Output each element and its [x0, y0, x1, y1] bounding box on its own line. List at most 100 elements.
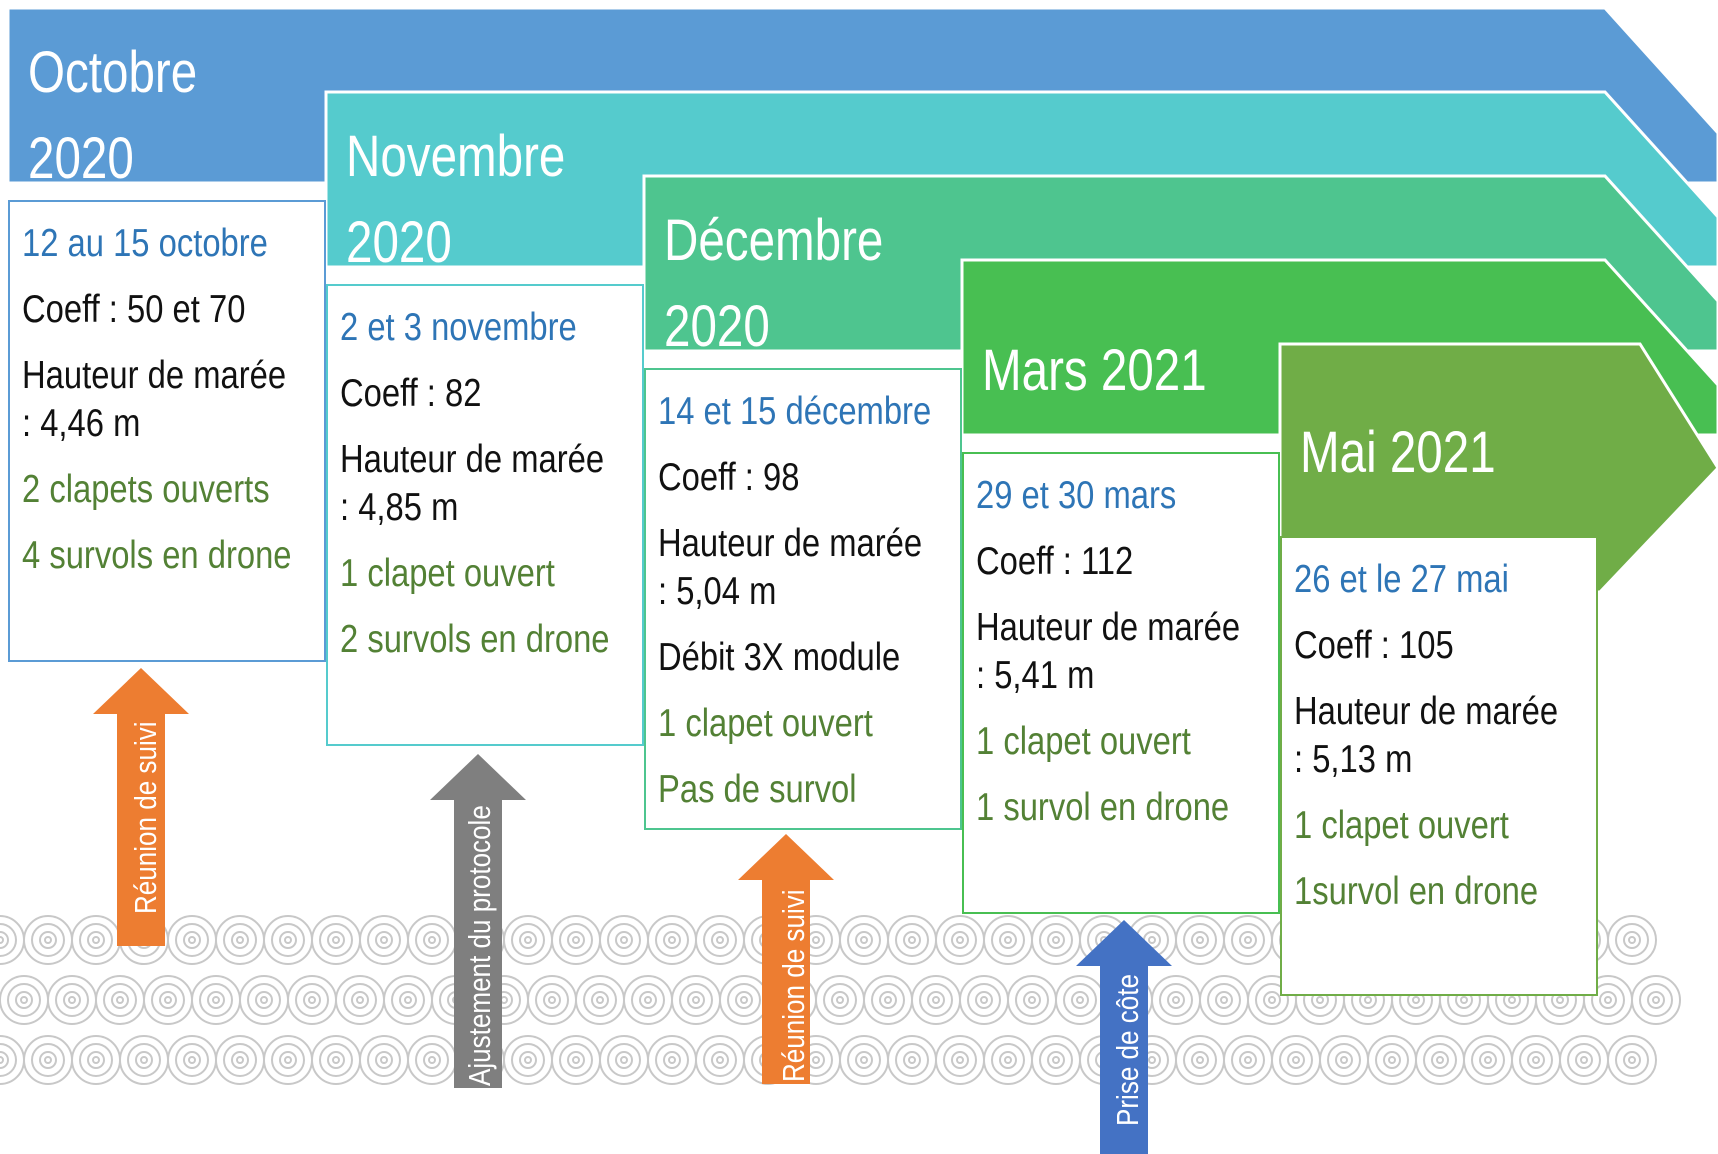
campaign-date: 2 et 3 novembre — [340, 306, 577, 349]
pattern-circle — [140, 1056, 148, 1064]
pattern-circle — [1196, 1056, 1204, 1064]
info-box-octobre: 12 au 15 octobre Coeff : 50 et 70 Hauteu… — [8, 200, 326, 662]
pattern-circle — [943, 1043, 977, 1077]
pattern-circle — [1327, 1043, 1361, 1077]
pattern-circle — [319, 923, 353, 957]
drone-flights: 1 survol en drone — [976, 786, 1230, 829]
pattern-circle — [1148, 1056, 1156, 1064]
event-label-ajustement: Ajustement du protocole — [462, 805, 497, 1086]
phase-title-line1: Mars 2021 — [982, 338, 1207, 403]
pattern-circle — [103, 983, 137, 1017]
pattern-circle — [79, 923, 113, 957]
up-arrow-prise-de-cote — [1076, 920, 1172, 1154]
pattern-circle — [0, 936, 4, 944]
pattern-circle — [871, 983, 905, 1017]
drone-flights: 4 survols en drone — [22, 534, 292, 577]
pattern-circle — [879, 991, 897, 1009]
pattern-circle — [1196, 936, 1204, 944]
pattern-circle — [591, 991, 609, 1009]
pattern-circle — [1004, 936, 1012, 944]
up-arrow-reunion-1 — [93, 668, 189, 946]
pattern-circle — [44, 1056, 52, 1064]
tide-coefficient: Coeff : 50 et 70 — [22, 288, 246, 331]
phase-title-line2: 2020 — [28, 126, 134, 191]
pattern-circle — [260, 996, 268, 1004]
pattern-circle — [428, 936, 436, 944]
pattern-circle — [823, 983, 857, 1017]
pattern-circle — [1191, 931, 1209, 949]
info-box-mars: 29 et 30 mars Coeff : 112 Hauteur de mar… — [962, 452, 1280, 914]
pattern-circle — [271, 923, 305, 957]
pattern-circle — [1063, 983, 1097, 1017]
event-label-reunion-1: Réunion de suivi — [128, 721, 163, 914]
info-box-decembre: 14 et 15 décembre Coeff : 98 Hauteur de … — [644, 368, 962, 830]
pattern-circle — [1639, 983, 1673, 1017]
phase-title-line2: 2020 — [346, 210, 452, 275]
campaign-date: 29 et 30 mars — [976, 474, 1177, 517]
pattern-circle — [847, 1043, 881, 1077]
pattern-circle — [524, 1056, 532, 1064]
pattern-circle — [0, 1056, 4, 1064]
pattern-circle — [596, 996, 604, 1004]
pattern-circle — [567, 1051, 585, 1069]
river-flow: Débit 3X module — [658, 636, 901, 679]
pattern-circle — [1652, 996, 1660, 1004]
pattern-circle — [1647, 991, 1665, 1009]
pattern-circle — [1231, 1043, 1265, 1077]
pattern-circle — [951, 1051, 969, 1069]
pattern-circle — [247, 983, 281, 1017]
event-label-prise-de-cote: Prise de côte — [1110, 974, 1145, 1126]
pattern-circle — [679, 983, 713, 1017]
pattern-circle — [655, 923, 689, 957]
pattern-circle — [1479, 1051, 1497, 1069]
pattern-circle — [631, 983, 665, 1017]
pattern-circle — [1556, 996, 1564, 1004]
pattern-circle — [423, 1051, 441, 1069]
pattern-circle — [1231, 923, 1265, 957]
campaign-date: 12 au 15 octobre — [22, 222, 268, 265]
pattern-circle — [31, 1043, 65, 1077]
pattern-circle — [903, 1051, 921, 1069]
pattern-circle — [127, 1043, 161, 1077]
pattern-circle — [1364, 996, 1372, 1004]
pattern-circle — [207, 991, 225, 1009]
pattern-circle — [415, 923, 449, 957]
pattern-circle — [668, 936, 676, 944]
pattern-circle — [1047, 1051, 1065, 1069]
pattern-circle — [212, 996, 220, 1004]
pattern-circle — [703, 1043, 737, 1077]
pattern-circle — [956, 1056, 964, 1064]
pattern-circle — [908, 1056, 916, 1064]
phase-title-line1: Mai 2021 — [1300, 420, 1496, 485]
pattern-circle — [1607, 915, 1657, 965]
pattern-circle — [812, 936, 820, 944]
pattern-circle — [991, 1043, 1025, 1077]
pattern-circle — [1207, 983, 1241, 1017]
pattern-circle — [20, 996, 28, 1004]
pattern-circle — [1340, 1056, 1348, 1064]
pattern-circle — [223, 1043, 257, 1077]
pattern-circle — [620, 1056, 628, 1064]
valves-open: 2 clapets ouverts — [22, 468, 270, 511]
pattern-circle — [831, 991, 849, 1009]
pattern-circle — [1580, 1056, 1588, 1064]
pattern-circle — [519, 1051, 537, 1069]
pattern-circle — [655, 1043, 689, 1077]
pattern-circle — [1004, 1056, 1012, 1064]
pattern-circle — [543, 991, 561, 1009]
pattern-circle — [375, 931, 393, 949]
pattern-circle — [663, 931, 681, 949]
tide-coefficient: Coeff : 82 — [340, 372, 482, 415]
pattern-circle — [1604, 996, 1612, 1004]
tide-coefficient: Coeff : 112 — [976, 540, 1134, 583]
pattern-circle — [404, 996, 412, 1004]
pattern-circle — [535, 983, 569, 1017]
pattern-circle — [1263, 991, 1281, 1009]
pattern-circle — [295, 983, 329, 1017]
pattern-circle — [1071, 991, 1089, 1009]
pattern-circle — [415, 1043, 449, 1077]
pattern-circle — [1287, 1051, 1305, 1069]
pattern-circle — [956, 936, 964, 944]
pattern-circle — [951, 931, 969, 949]
pattern-circle — [967, 983, 1001, 1017]
